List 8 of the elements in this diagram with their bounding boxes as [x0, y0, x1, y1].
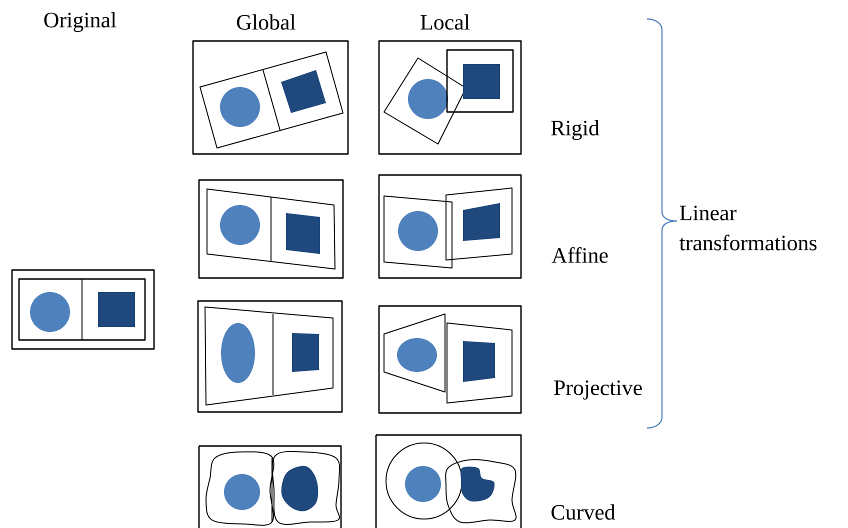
label: Curved [552, 504, 616, 520]
label: Rigid [551, 120, 600, 140]
label: Global [236, 14, 296, 30]
label: Projective [554, 380, 642, 400]
label: Linear transformations [679, 206, 816, 250]
label: Original [44, 12, 116, 32]
label: Local [420, 14, 470, 30]
label: Affine [552, 247, 608, 263]
